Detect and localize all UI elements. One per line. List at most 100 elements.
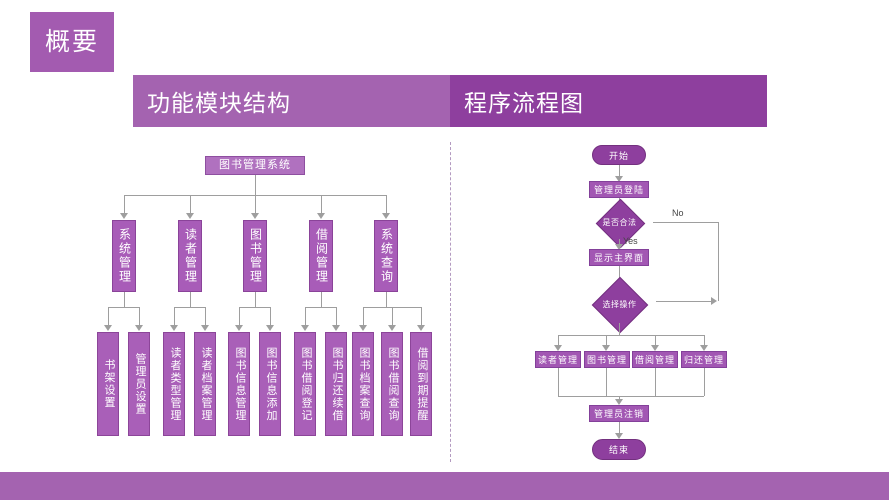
flow-decision-valid[interactable]: 是否合法 — [586, 198, 653, 249]
tree-leaf-book-info-manage[interactable]: 图书信息管理 — [228, 332, 250, 436]
flow-arrow-start-login — [615, 176, 623, 182]
tree-g5-stem — [386, 292, 387, 307]
flow-label-yes: Yes — [623, 236, 638, 246]
tree-arrow-5 — [382, 213, 390, 219]
tree-leaf-book-file-query[interactable]: 图书档案查询 — [352, 332, 374, 436]
flow-line-yes — [619, 239, 620, 247]
flow-logout-node[interactable]: 管理员注销 — [589, 405, 649, 422]
tree-g2-drop-1 — [174, 307, 175, 326]
tree-g4-drop-1 — [305, 307, 306, 326]
flow-main-screen-node[interactable]: 显示主界面 — [589, 249, 649, 266]
tree-g1-arrow-1 — [104, 325, 112, 331]
tree-leaf-borrow-register[interactable]: 图书借阅登记 — [294, 332, 316, 436]
flow-arrow-loop-right — [711, 297, 717, 305]
flow-op-return-management[interactable]: 归还管理 — [681, 351, 727, 368]
tree-g2-stem — [190, 292, 191, 307]
flow-start-node[interactable]: 开始 — [592, 145, 646, 165]
flow-op-borrow-management[interactable]: 借阅管理 — [632, 351, 678, 368]
tree-branch-system-management[interactable]: 系统管理 — [112, 220, 136, 292]
tree-leaf-borrow-query[interactable]: 图书借阅查询 — [381, 332, 403, 436]
panel-header-right-label: 程序流程图 — [464, 90, 584, 116]
slide-title-text: 概要 — [44, 27, 99, 56]
tree-g3-arrow-2 — [266, 325, 274, 331]
slide-bottom-bar — [0, 472, 889, 500]
tree-root-stem — [255, 175, 256, 195]
tree-g4-arrow-1 — [301, 325, 309, 331]
panel-header-right: 程序流程图 — [450, 75, 767, 127]
tree-g5-arrow-2 — [388, 325, 396, 331]
tree-g2-arrow-1 — [170, 325, 178, 331]
flow-decision-valid-label: 是否合法 — [602, 218, 637, 227]
tree-g4-stem — [321, 292, 322, 307]
flow-decision-choose[interactable]: 选择操作 — [583, 276, 656, 334]
flow-merge-bus — [558, 396, 704, 397]
flow-decision-choose-label: 选择操作 — [602, 299, 637, 309]
tree-g3-stem — [255, 292, 256, 307]
tree-g5-drop-2 — [392, 307, 393, 326]
tree-g2-bus — [174, 307, 206, 308]
tree-drop-5 — [386, 195, 387, 214]
tree-arrow-2 — [186, 213, 194, 219]
tree-g3-drop-1 — [239, 307, 240, 326]
tree-branch-borrow-management[interactable]: 借阅管理 — [309, 220, 333, 292]
panel-header-left-label: 功能模块结构 — [147, 90, 291, 116]
tree-leaf-reader-file[interactable]: 读者档案管理 — [194, 332, 216, 436]
flow-end-node[interactable]: 结束 — [592, 439, 646, 460]
flow-op-reader-management[interactable]: 读者管理 — [535, 351, 581, 368]
flow-ops-drop-3 — [655, 335, 656, 347]
tree-g2-arrow-2 — [201, 325, 209, 331]
tree-g5-drop-1 — [363, 307, 364, 326]
tree-leaf-return-renew[interactable]: 图书归还续借 — [325, 332, 347, 436]
tree-branch-book-management[interactable]: 图书管理 — [243, 220, 267, 292]
tree-g3-bus — [239, 307, 271, 308]
tree-leaf-book-info-add[interactable]: 图书信息添加 — [259, 332, 281, 436]
tree-branch-system-query[interactable]: 系统查询 — [374, 220, 398, 292]
flow-merge-drop-4 — [704, 368, 705, 396]
flow-line-screen-choose — [619, 266, 620, 285]
tree-leaf-shelf-setting[interactable]: 书架设置 — [97, 332, 119, 436]
panel-divider — [450, 142, 451, 462]
tree-g5-arrow-3 — [417, 325, 425, 331]
tree-g4-arrow-2 — [332, 325, 340, 331]
tree-arrow-3 — [251, 213, 259, 219]
flow-op-book-management[interactable]: 图书管理 — [584, 351, 630, 368]
flow-ops-arrow-4 — [700, 345, 708, 351]
tree-g3-arrow-1 — [235, 325, 243, 331]
tree-g1-arrow-2 — [135, 325, 143, 331]
flow-line-choose-bus — [619, 323, 620, 335]
tree-g4-bus — [305, 307, 337, 308]
flow-login-node[interactable]: 管理员登陆 — [589, 181, 649, 198]
flow-ops-arrow-3 — [651, 345, 659, 351]
panel-header-left: 功能模块结构 — [133, 75, 450, 127]
tree-drop-3 — [255, 195, 256, 214]
tree-drop-1 — [124, 195, 125, 214]
tree-arrow-1 — [120, 213, 128, 219]
tree-leaf-admin-setting[interactable]: 管理员设置 — [128, 332, 150, 436]
flow-ops-arrow-2 — [602, 345, 610, 351]
tree-g1-drop-1 — [108, 307, 109, 326]
flow-arrow-yes — [615, 244, 623, 250]
tree-leaf-reader-type[interactable]: 读者类型管理 — [163, 332, 185, 436]
flow-line-logout-end — [619, 422, 620, 436]
tree-g1-stem — [124, 292, 125, 307]
flow-arrow-logout-end — [615, 433, 623, 439]
flow-merge-drop-1 — [558, 368, 559, 396]
tree-g1-drop-2 — [139, 307, 140, 326]
flow-ops-drop-1 — [558, 335, 559, 347]
flow-line-no-right — [653, 222, 718, 223]
flow-ops-bus — [558, 335, 704, 336]
flow-label-no: No — [672, 208, 684, 218]
flow-arrow-merge-logout — [615, 399, 623, 405]
slide-title-chip: 概要 — [30, 12, 114, 72]
flow-merge-drop-2 — [606, 368, 607, 396]
tree-leaf-due-reminder[interactable]: 借阅到期提醒 — [410, 332, 432, 436]
flow-line-start-login — [619, 165, 620, 179]
tree-root-node[interactable]: 图书管理系统 — [205, 156, 305, 175]
tree-branch-reader-management[interactable]: 读者管理 — [178, 220, 202, 292]
tree-drop-4 — [321, 195, 322, 214]
tree-g4-drop-2 — [336, 307, 337, 326]
tree-drop-2 — [190, 195, 191, 214]
flow-ops-arrow-1 — [554, 345, 562, 351]
flow-merge-drop-3 — [655, 368, 656, 396]
